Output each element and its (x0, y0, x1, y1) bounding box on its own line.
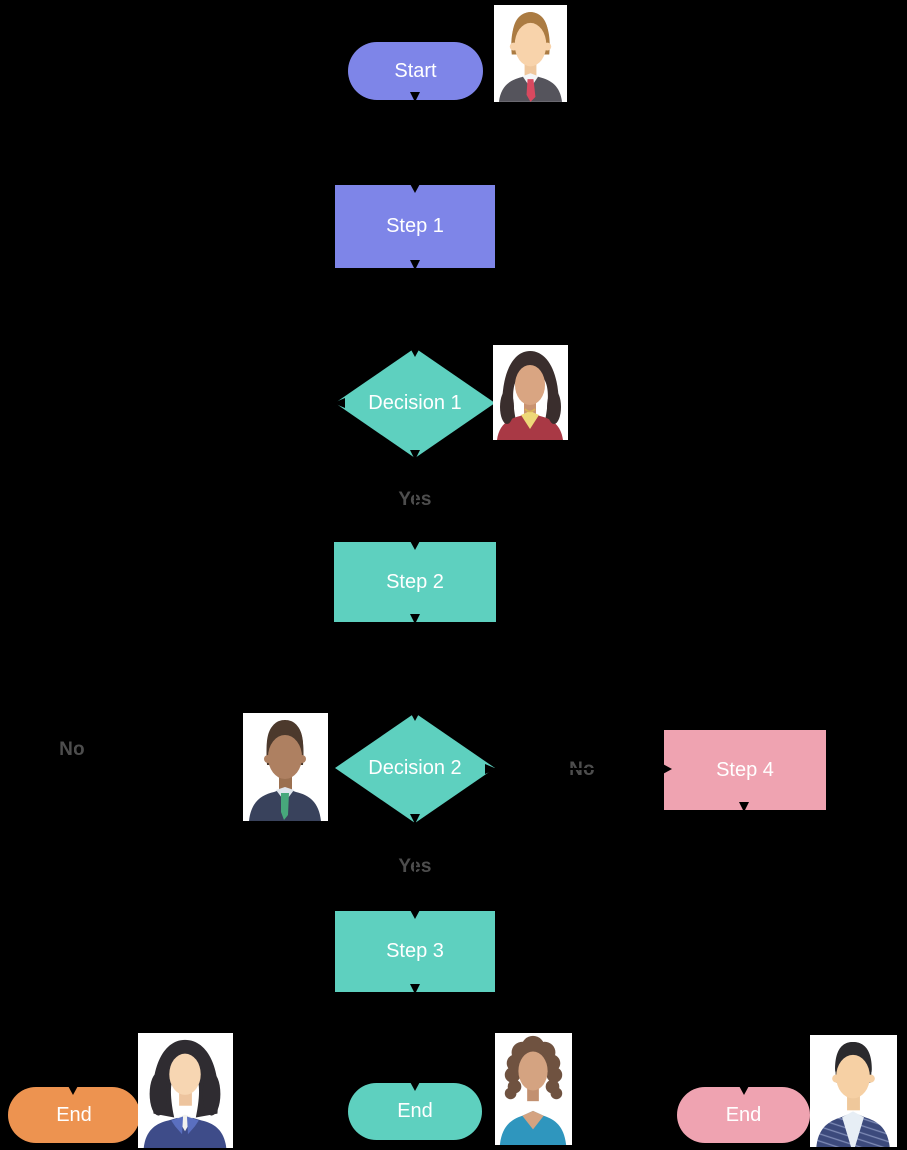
step1-node-label: Step 1 (386, 215, 444, 237)
step1-node[interactable]: Step 1 (335, 185, 495, 268)
woman-blue-top-icon (499, 1035, 567, 1145)
man-striped-sweater-icon (816, 1041, 890, 1147)
step4-node-label: Step 4 (716, 758, 774, 781)
step2-node-label: Step 2 (386, 570, 444, 593)
end-node-left-label: End (56, 1103, 92, 1126)
end-node-middle-label: End (397, 1100, 433, 1122)
woman-red-jacket-icon (497, 351, 563, 440)
man-suit-red-tie-avatar[interactable] (494, 5, 567, 102)
woman-black-bob-navy-jacket-avatar[interactable] (138, 1033, 233, 1148)
woman-navy-jacket-icon (143, 1039, 227, 1148)
decision1-node-label: Decision 1 (368, 391, 462, 414)
decision2-node-label: Decision 2 (368, 756, 462, 779)
decision1-yes-label: Yes (398, 489, 432, 510)
decision2-node[interactable]: Decision 2 (335, 713, 495, 823)
step3-node[interactable]: Step 3 (335, 911, 495, 992)
man-green-tie-icon (249, 720, 321, 821)
man-suit-red-tie-icon (498, 12, 563, 102)
man-navy-suit-green-tie-avatar[interactable] (243, 713, 328, 821)
end-node-right[interactable]: End (677, 1087, 810, 1143)
woman-curly-hair-blue-top-avatar[interactable] (495, 1033, 572, 1145)
start-node-label: Start (394, 59, 437, 82)
man-black-hair-striped-sweater-avatar[interactable] (810, 1035, 897, 1147)
step3-node-label: Step 3 (386, 940, 444, 962)
decision1-no-label: No (59, 739, 85, 760)
step2-node[interactable]: Step 2 (334, 542, 496, 622)
end-node-right-label: End (725, 1103, 762, 1126)
decision2-no-label: No (569, 759, 595, 780)
end-node-middle[interactable]: End (348, 1083, 482, 1140)
step4-node[interactable]: Step 4 (664, 730, 826, 810)
end-node-left[interactable]: End (8, 1087, 140, 1143)
woman-dark-hair-red-jacket-avatar[interactable] (493, 345, 568, 440)
decision2-yes-label: Yes (398, 856, 432, 877)
start-node[interactable]: Start (348, 42, 483, 100)
decision1-node[interactable]: Decision 1 (335, 348, 495, 458)
